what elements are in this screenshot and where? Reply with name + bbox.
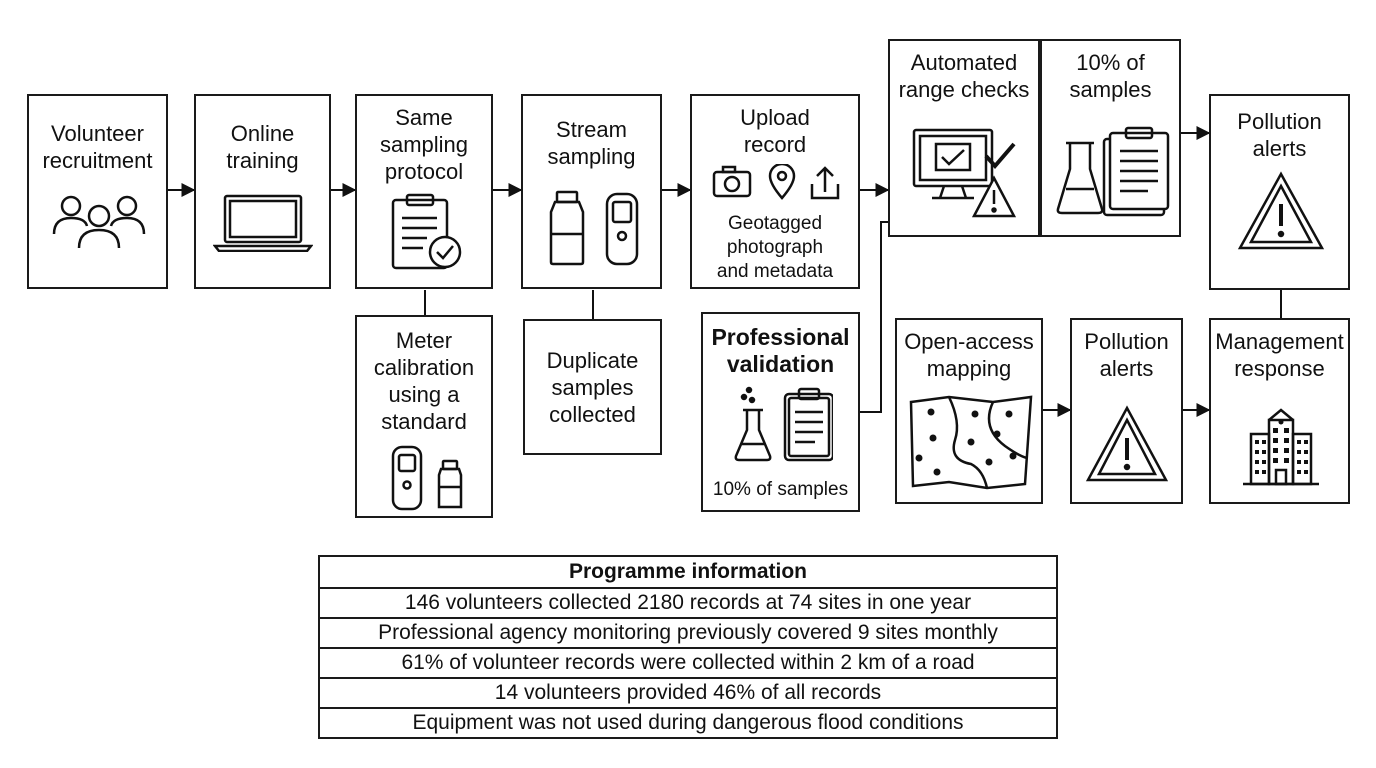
- map-with-points-icon: [909, 395, 1033, 490]
- programme-info-table: Programme information 146 volunteers col…: [318, 555, 1058, 739]
- camera-location-upload-icons: [712, 164, 840, 200]
- node-automated-range-checks: Automated range checks: [888, 39, 1040, 237]
- table-row: Professional agency monitoring previousl…: [318, 617, 1058, 649]
- node-label: Volunteer recruitment: [42, 121, 153, 173]
- node-label: Pollution alerts: [1237, 109, 1322, 161]
- table-cell: Equipment was not used during dangerous …: [318, 707, 1058, 739]
- warning-triangle-icon: [1237, 171, 1325, 250]
- table-row: 146 volunteers collected 2180 records at…: [318, 587, 1058, 619]
- node-detail: 10% of samples: [712, 479, 849, 500]
- node-same-sampling-protocol: Same sampling protocol: [355, 94, 493, 289]
- building-icon: [1243, 408, 1319, 486]
- node-label: Same sampling protocol: [379, 105, 469, 184]
- table-cell: 61% of volunteer records were collected …: [318, 647, 1058, 679]
- clipboard-check-icon: [391, 193, 462, 270]
- flask-clipboard-icon: [1056, 126, 1170, 217]
- bottle-and-meter-icon: [549, 190, 639, 266]
- table-row: 14 volunteers provided 46% of all record…: [318, 677, 1058, 709]
- monitor-check-warning-icon: [912, 128, 1017, 218]
- node-label: Upload record: [740, 105, 810, 157]
- node-pollution-alerts-bottom: Pollution alerts: [1070, 318, 1183, 504]
- node-label: Stream sampling: [547, 117, 636, 169]
- table-header-row: Programme information: [318, 555, 1058, 589]
- meter-and-bottle-icon: [391, 445, 463, 511]
- node-label: Online training: [226, 121, 299, 173]
- table-cell: 14 volunteers provided 46% of all record…: [318, 677, 1058, 709]
- node-online-training: Online training: [194, 94, 331, 289]
- laptop-icon: [213, 194, 313, 252]
- people-group-icon: [52, 195, 146, 249]
- table-row: 61% of volunteer records were collected …: [318, 647, 1058, 679]
- table-cell: 146 volunteers collected 2180 records at…: [318, 587, 1058, 619]
- node-duplicate-samples: Duplicate samples collected: [523, 319, 662, 455]
- node-ten-percent-samples: 10% of samples: [1040, 39, 1181, 237]
- link-validation-checks: [860, 221, 888, 413]
- table-title: Programme information: [318, 555, 1058, 589]
- warning-triangle-icon: [1085, 405, 1169, 482]
- node-professional-validation: Professional validation 10% of samples: [701, 312, 860, 512]
- node-pollution-alerts-top: Pollution alerts: [1209, 94, 1350, 290]
- node-upload-record: Upload record Geotagged photograph and m…: [690, 94, 860, 289]
- table-cell: Professional agency monitoring previousl…: [318, 617, 1058, 649]
- node-label: 10% of samples: [1069, 50, 1152, 102]
- node-open-access-mapping: Open-access mapping: [895, 318, 1043, 504]
- node-label: Professional validation: [711, 324, 850, 377]
- node-volunteer-recruitment: Volunteer recruitment: [27, 94, 168, 289]
- table-row: Equipment was not used during dangerous …: [318, 707, 1058, 739]
- node-label: Management response: [1215, 329, 1344, 381]
- node-detail: Geotagged photograph and metadata: [716, 213, 834, 282]
- node-label: Automated range checks: [898, 50, 1030, 102]
- flask-clipboard-icon: [734, 386, 833, 462]
- node-label: Duplicate samples collected: [546, 348, 639, 427]
- node-label: Open-access mapping: [904, 329, 1034, 381]
- node-management-response: Management response: [1209, 318, 1350, 504]
- node-meter-calibration: Meter calibration using a standard: [355, 315, 493, 518]
- node-stream-sampling: Stream sampling: [521, 94, 662, 289]
- node-label: Meter calibration using a standard: [373, 328, 475, 434]
- node-label: Pollution alerts: [1084, 329, 1169, 381]
